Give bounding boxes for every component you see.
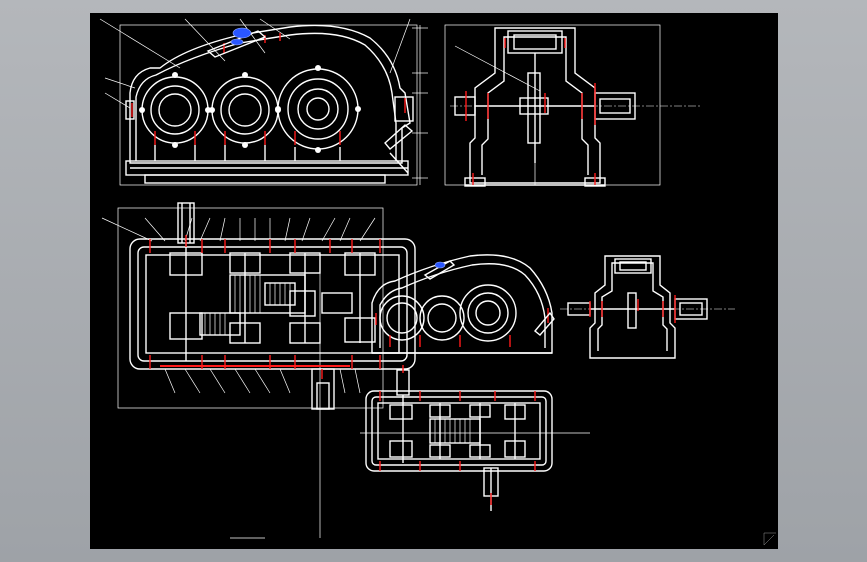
front-elevation-small-view[interactable] (371, 254, 555, 354)
front-elevation-view[interactable] (99, 18, 428, 186)
cad-drawing-viewport[interactable] (90, 13, 778, 549)
ucs-axis-icon (763, 532, 776, 546)
plan-section-view[interactable] (90, 13, 416, 539)
side-elevation-view[interactable] (444, 24, 700, 187)
plan-section-small-view[interactable] (360, 365, 590, 511)
side-elevation-small-view[interactable] (560, 255, 735, 359)
